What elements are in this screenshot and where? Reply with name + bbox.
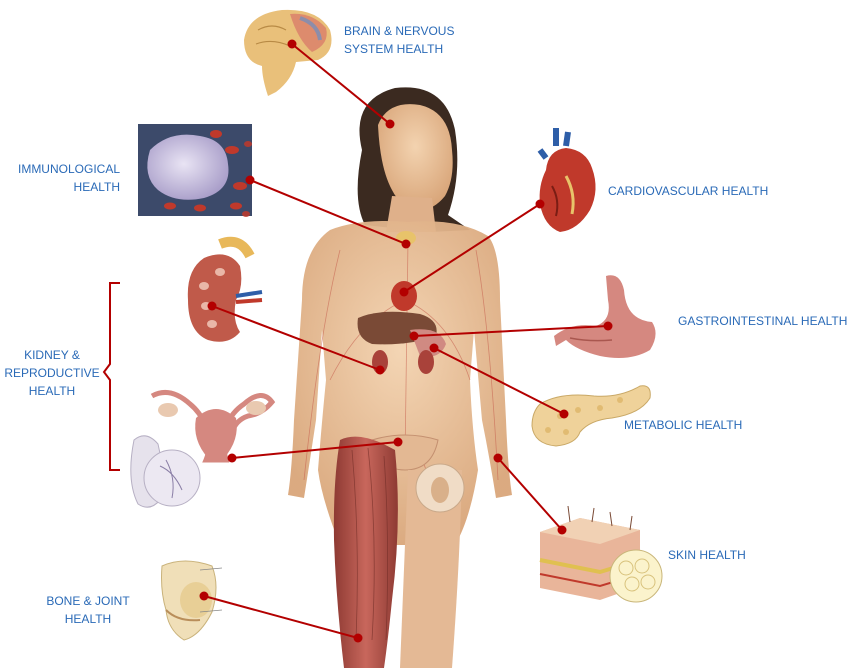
label-line: HEALTH (0, 178, 120, 196)
skin-layers-illustration (540, 506, 662, 602)
label-line: METABOLIC HEALTH (624, 416, 742, 434)
label-skin: SKIN HEALTH (668, 546, 746, 564)
heart-illustration (540, 128, 596, 232)
label-line: IMMUNOLOGICAL (0, 160, 120, 178)
label-metabolic: METABOLIC HEALTH (624, 416, 742, 434)
label-line: KIDNEY & (4, 346, 100, 364)
connector-bone-joint (204, 596, 358, 638)
stomach-illustration (554, 275, 656, 358)
label-line: REPRODUCTIVE (4, 364, 100, 382)
label-line: SKIN HEALTH (668, 546, 746, 564)
kidney-illustration (188, 242, 262, 342)
label-brain-nervous-system: BRAIN & NERVOUS SYSTEM HEALTH (344, 22, 454, 58)
label-line: SYSTEM HEALTH (344, 40, 454, 58)
label-line: BRAIN & NERVOUS (344, 22, 454, 40)
label-line: BONE & JOINT (36, 592, 140, 610)
label-kidney-reproductive: KIDNEY & REPRODUCTIVE HEALTH (4, 346, 100, 400)
female-anatomy-figure (288, 87, 512, 668)
label-cardiovascular: CARDIOVASCULAR HEALTH (608, 182, 768, 200)
immune-cell-photo (138, 124, 252, 217)
label-immunological: IMMUNOLOGICAL HEALTH (0, 160, 120, 196)
brain-illustration (244, 10, 332, 96)
label-gastrointestinal: GASTROINTESTINAL HEALTH (678, 312, 847, 330)
label-line: HEALTH (4, 382, 100, 400)
knee-joint-illustration (162, 561, 223, 640)
label-line: GASTROINTESTINAL HEALTH (678, 312, 847, 330)
label-line: CARDIOVASCULAR HEALTH (608, 182, 768, 200)
label-line: HEALTH (36, 610, 140, 628)
testis-illustration (131, 436, 200, 507)
kidney-reproductive-bracket (104, 283, 120, 470)
label-bone-joint: BONE & JOINT HEALTH (36, 592, 140, 628)
